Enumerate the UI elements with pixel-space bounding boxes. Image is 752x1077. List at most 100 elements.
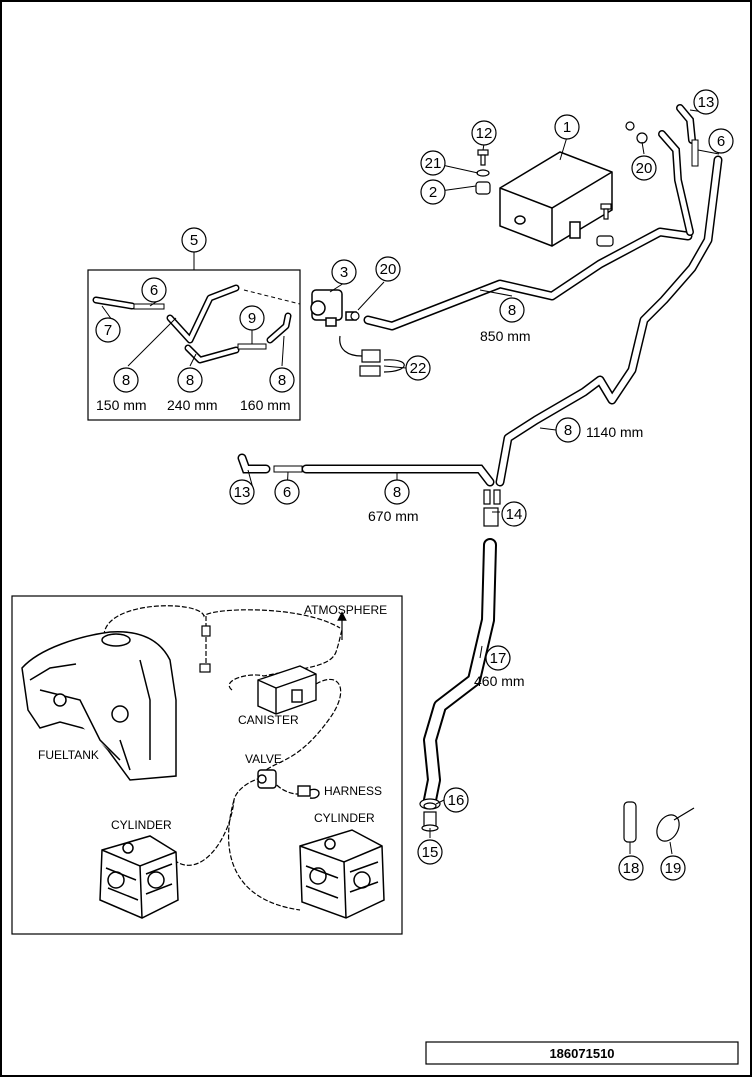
callout-circle [501,501,527,527]
callout-circle [239,305,265,331]
label-canister: CANISTER [238,713,299,727]
callout-number: 20 [380,261,397,278]
callout-number: 22 [410,360,427,377]
dimension-240: 240 mm [167,397,218,413]
callout-c5: 5 [181,227,207,253]
clip-part-20 [350,121,648,321]
callout-c12: 12 [471,120,497,146]
callout-number: 13 [698,94,715,111]
callout-c20b: 20 [631,155,657,181]
callout-circle [499,297,525,323]
callout-number: 9 [248,310,256,327]
fuel-tank-fitting [199,625,211,673]
callout-c17: 17 [485,645,511,671]
label-fueltank: FUELTANK [38,748,99,762]
callout-circle [660,855,686,881]
dimension-160: 160 mm [240,397,291,413]
bolt-part-12 [475,149,491,195]
callout-number: 8 [508,302,516,319]
callout-circle [485,645,511,671]
dimension-670: 670 mm [368,508,419,524]
callout-circle [631,155,657,181]
callout-number: 21 [425,155,442,172]
callout-number: 7 [104,322,112,339]
callout-circle [177,367,203,393]
fuel-tank-drawing [21,631,177,781]
callout-c13b: 13 [229,479,255,505]
callout-number: 6 [717,133,725,150]
callout-circle [420,179,446,205]
callout-c6b: 6 [141,277,167,303]
schematic-frame [11,595,403,935]
callout-circle [331,259,357,285]
callout-number: 8 [278,372,286,389]
callout-circle [471,120,497,146]
callout-circle [141,277,167,303]
callout-number: 1 [563,119,571,136]
callout-number: 8 [564,422,572,439]
cylinder-left-drawing [99,835,179,919]
callout-circle [420,150,446,176]
dimension-850: 850 mm [480,328,531,344]
callout-circle [555,417,581,443]
valve-drawing [257,769,320,799]
leader-lines [101,109,720,855]
callout-circle [443,787,469,813]
callout-number: 8 [186,372,194,389]
callout-circle [417,839,443,865]
callout-c6c: 6 [274,479,300,505]
document-number-box [425,1041,739,1065]
callout-number: 15 [422,844,439,861]
callout-circle [181,227,207,253]
callout-circle [113,367,139,393]
callout-circle [708,128,734,154]
callout-number: 3 [340,264,348,281]
callout-circle [269,367,295,393]
callout-c9: 9 [239,305,265,331]
callout-circle [95,317,121,343]
fitting-part-14 [483,489,501,527]
callout-c8a: 8 [499,297,525,323]
callout-c8c: 8 [177,367,203,393]
callout-circle [274,479,300,505]
callout-number: 2 [429,184,437,201]
hose-670 [301,464,495,487]
cable-tie-part-19 [656,807,695,842]
callout-circle [405,355,431,381]
hose-850 [363,227,693,331]
callout-c8f: 8 [384,479,410,505]
kit-5-hoses [92,284,292,364]
callout-circle [554,114,580,140]
bolt-part-right [596,203,614,247]
connector-part-22 [339,335,405,377]
callout-number: 18 [623,860,640,877]
document-number: 186071510 [549,1046,614,1061]
callout-number: 12 [476,125,493,142]
callout-c19: 19 [660,855,686,881]
callout-c8b: 8 [113,367,139,393]
callout-number: 16 [448,792,465,809]
valve-part [310,289,357,327]
hose-1140 [495,155,723,487]
callout-number: 14 [506,506,523,523]
callout-c21: 21 [420,150,446,176]
dimension-150: 150 mm [96,397,147,413]
bracket-part-18 [623,801,637,843]
callout-c7: 7 [95,317,121,343]
canister-drawing [257,665,317,715]
dimension-460: 460 mm [474,673,525,689]
label-cylinder-right: CYLINDER [314,811,375,825]
callout-layer: 1 12 21 2 13 6 20 5 3 20 8 22 6 7 9 8 8 8 8 13 6 8 14 17 16 15 18 1… [95,89,734,881]
clamp-part-16 [419,798,441,810]
callout-number: 19 [665,860,682,877]
callout-number: 6 [283,484,291,501]
label-cylinder-left: CYLINDER [111,818,172,832]
callout-circle [384,479,410,505]
canister-part [499,151,613,247]
label-harness: HARNESS [324,784,382,798]
elbow-part-13 [237,453,271,474]
schematic-lines [103,605,343,911]
callout-number: 20 [636,160,653,177]
callout-circle [375,256,401,282]
